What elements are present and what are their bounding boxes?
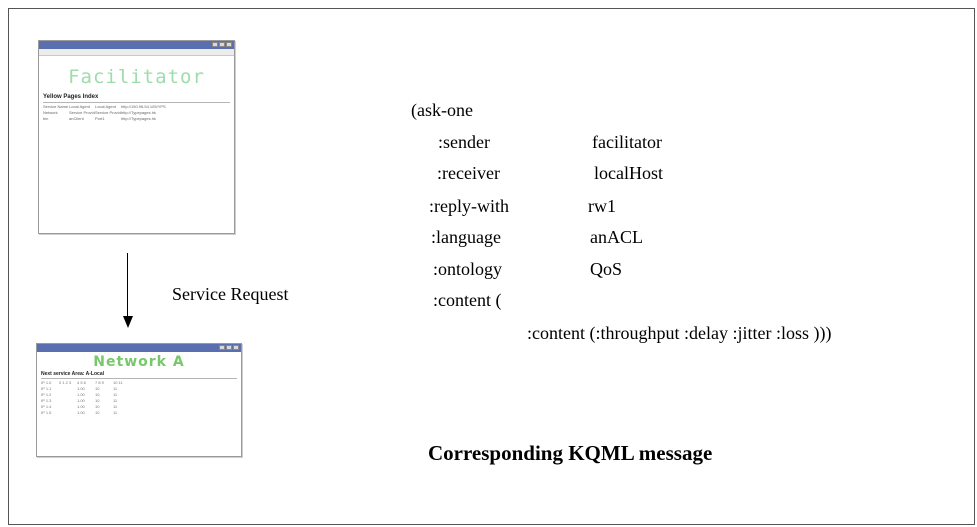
msg-content-inner: :content (:throughput :delay :jitter :lo… [527,323,832,343]
table-cell: 11 [113,404,118,409]
close-icon [226,42,232,47]
msg-sender-key: :sender [438,132,490,152]
table-row: IP 1.5 1.00 10 11 [41,410,241,416]
table-cell: 1.00 [77,410,85,415]
facilitator-titlebar [39,41,234,49]
minimize-icon [219,345,225,350]
msg-receiver-key: :receiver [437,163,500,183]
table-cell: IP 1.0 [41,380,52,385]
table-cell: 1.00 [77,404,85,409]
table-cell: 1.00 [77,392,85,397]
table-cell [59,410,77,416]
table-cell: 10 [95,386,100,391]
table-row: IP 1.2 1.00 10 11 [41,392,241,398]
table-cell: IP 1.1 [41,386,52,391]
facilitator-brand: Facilitator [68,66,205,88]
table-cell: 11 [113,398,118,403]
table-cell: 10 [95,392,100,397]
msg-reply-value: rw1 [588,196,616,216]
maximize-icon [219,42,225,47]
network-window: Network A Next service Area: A-Local IP … [36,343,242,457]
facilitator-window: Facilitator Yellow Pages Index Service N… [38,40,235,234]
table-row: IP 1.4 1.00 10 11 [41,404,241,410]
table-cell: 7 8 9 [95,380,104,385]
facilitator-subtitle: Yellow Pages Index [43,94,99,100]
msg-language-value: anACL [590,227,643,247]
table-cell: 10 [95,398,100,403]
network-titlebar [37,344,241,352]
maximize-icon [226,345,232,350]
table-cell: IP 1.2 [41,392,52,397]
divider [41,378,237,379]
msg-sender-value: facilitator [592,132,662,152]
table-cell: Service Name [43,104,69,109]
facilitator-menubar [39,49,234,56]
table-cell: 10 [95,410,100,415]
table-cell: http://Typepages.hk [121,116,156,121]
table-cell: 4 5 6 [77,380,86,385]
table-row: IP 1.3 1.00 10 11 [41,398,241,404]
divider [43,102,230,103]
table-cell: Service Provider [69,110,95,115]
msg-receiver-value: localHost [594,163,663,183]
msg-reply-key: :reply-with [429,196,509,216]
table-row: bin anClient Port1 http://Typepages.hk [43,116,234,122]
table-cell: IP 1.3 [41,398,52,403]
msg-language-key: :language [431,227,501,247]
msg-content-key: :content ( [433,290,502,310]
figure-frame [8,8,975,525]
arrow-down-icon [123,316,133,328]
table-cell: 11 [113,386,118,391]
table-row: IP 1.1 1.00 10 11 [41,386,241,392]
table-cell: anClient [69,116,84,121]
table-cell: 1.00 [77,386,85,391]
minimize-icon [212,42,218,47]
table-cell: http://150.96.54.105/YPS [121,104,166,109]
network-brand: Network A [93,354,185,370]
table-cell: 10 [95,404,100,409]
table-cell: IP 1.4 [41,404,52,409]
figure-caption: Corresponding KQML message [428,441,713,465]
msg-ontology-value: QoS [590,259,623,279]
table-cell: IP 1.5 [41,410,52,415]
table-cell: 0 1 2 3 [59,380,72,385]
table-cell: 10 11 [113,380,123,385]
msg-open: (ask-one [411,100,473,120]
table-cell: 11 [113,392,118,397]
close-icon [233,345,239,350]
window-controls [219,345,239,350]
table-row: IP 1.0 0 1 2 3 4 5 6 7 8 9 10 11 [41,380,241,386]
network-subtitle: Next service Area: A-Local [41,371,104,377]
table-cell: bin [43,116,49,121]
msg-ontology-key: :ontology [433,259,503,279]
service-request-label: Service Request [172,284,289,304]
table-cell: 11 [113,410,118,415]
table-cell: Local Agent [95,104,116,109]
table-cell: Port1 [95,116,105,121]
table-cell: Local Agent [69,104,90,109]
table-cell: Service Provider [95,110,121,115]
arrow-shaft [127,253,128,317]
table-cell: http://Typepages.hk [121,110,156,115]
table-cell: Network [43,110,58,115]
window-controls [212,42,232,47]
table-cell: 1.00 [77,398,85,403]
